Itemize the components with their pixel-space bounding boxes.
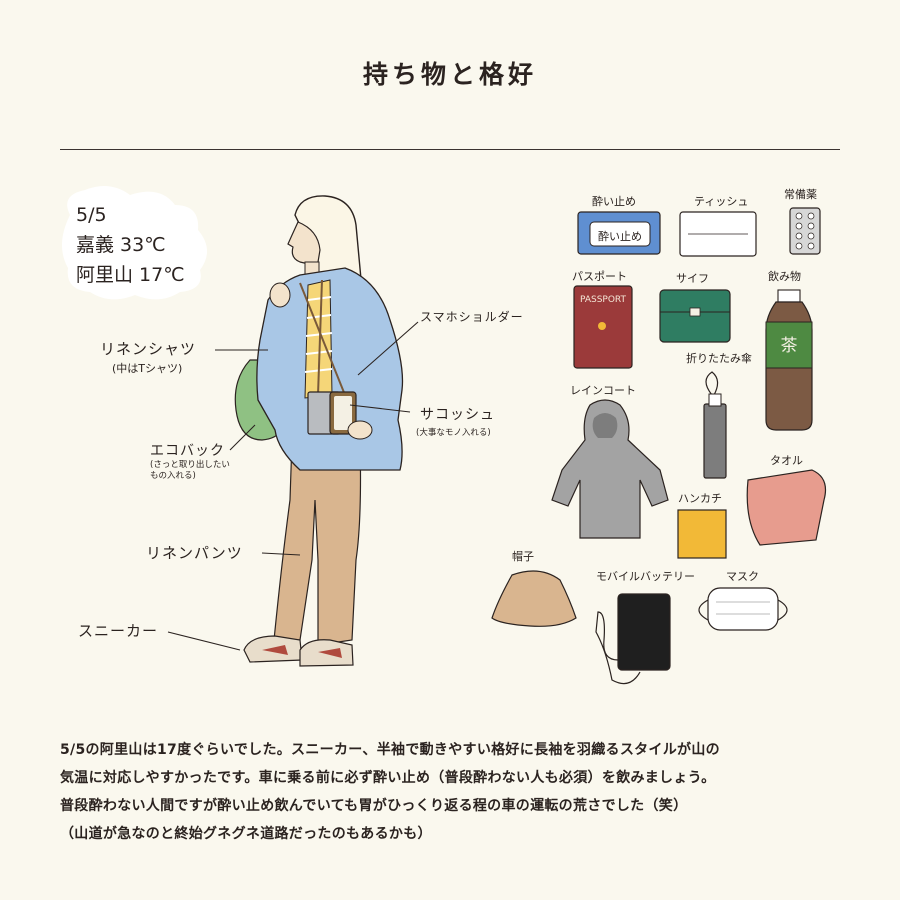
label-sneakers: スニーカー <box>78 622 159 640</box>
leader-line <box>261 552 301 556</box>
label-wallet: サイフ <box>676 272 709 285</box>
label-folding-umbrella: 折りたたみ傘 <box>686 352 752 365</box>
label-sacoche-note: (大事なモノ入れる) <box>416 428 491 438</box>
page-title: 持ち物と格好 <box>362 60 537 89</box>
label-motion-sickness-med: 酔い止め <box>592 195 636 208</box>
pills <box>795 212 815 250</box>
label-eco-bag-note-1: (さっと取り出したい <box>150 460 230 470</box>
caption-line: （山道が急なのと終始グネグネ道路だったのもあるかも） <box>60 826 432 842</box>
folding-umbrella-shape <box>703 403 727 479</box>
umbrella-handle <box>708 393 722 407</box>
mobile-battery-shape <box>617 593 671 671</box>
face <box>287 221 321 265</box>
label-rain-coat: レインコート <box>570 384 636 397</box>
mask-ear-loop <box>777 599 788 621</box>
caption-line: 普段酔わない人間ですが酔い止め飲んでいても胃がひっくり返る程の車の運転の荒さでし… <box>60 798 688 814</box>
label-eco-bag-note-2: もの入れる) <box>150 471 196 481</box>
weather-chiayi: 嘉義 33℃ <box>76 234 166 256</box>
label-drink: 飲み物 <box>768 270 801 283</box>
caption-line: 気温に対応しやすかったです。車に乗る前に必ず酔い止め（普段酔わない人も必須）を飲… <box>60 770 716 786</box>
label-mask: マスク <box>726 570 759 583</box>
hat-shape <box>491 570 577 627</box>
sacoche-strap <box>317 279 323 396</box>
wallet-clasp <box>689 307 701 317</box>
label-linen-shirt: リネンシャツ <box>100 340 197 358</box>
motion-sickness-box-text: 酔い止め <box>598 229 642 243</box>
mask-ear-loop <box>698 599 709 621</box>
rain-coat-hood <box>592 413 618 438</box>
rain-coat-shape <box>551 399 669 539</box>
mask-shape <box>707 587 779 631</box>
label-smartphone-shoulder: スマホショルダー <box>420 310 524 324</box>
leader-line <box>357 321 419 376</box>
sneaker-stripe <box>318 648 342 658</box>
tee-stripe <box>306 314 332 319</box>
caption-text: 5/5の阿里山は17度ぐらいでした。スニーカー、半袖で動きやすい格好に長袖を羽織… <box>60 736 850 848</box>
weather-alishan: 阿里山 17℃ <box>76 264 185 286</box>
label-sacoche: サコッシュ <box>420 407 495 423</box>
leader-line <box>349 404 411 413</box>
title-divider <box>60 149 840 150</box>
linen-pants-shape <box>273 439 362 646</box>
sneaker-stripe <box>262 645 288 655</box>
label-passport: パスポート <box>572 270 627 283</box>
label-linen-shirt-note: (中はTシャツ) <box>112 362 183 375</box>
label-towel: タオル <box>770 454 803 467</box>
smartphone-strap <box>299 282 346 396</box>
weather-note: 5/5 嘉義 33℃ 阿里山 17℃ <box>76 200 206 290</box>
phone-screen <box>334 396 352 430</box>
label-hat: 帽子 <box>512 550 534 563</box>
motion-sickness-box-label-bg <box>589 221 651 247</box>
label-mobile-battery: モバイルバッテリー <box>596 570 695 583</box>
leader-line <box>167 631 241 651</box>
label-handkerchief: ハンカチ <box>678 492 722 505</box>
tea-bottle-cap <box>777 289 801 303</box>
weather-date: 5/5 <box>76 204 107 226</box>
pill-blister <box>789 207 821 255</box>
label-tissue: ティッシュ <box>694 195 749 208</box>
umbrella-loop <box>705 371 719 396</box>
weather-cloud-shape <box>61 186 208 300</box>
battery-cable <box>595 611 641 685</box>
tea-bottle-label <box>765 321 813 369</box>
handkerchief-shape <box>677 509 727 559</box>
tee-stripe <box>305 332 333 337</box>
passport-emblem <box>598 322 606 330</box>
tea-bottle-label-text: 茶 <box>781 336 798 356</box>
leader-line <box>229 424 256 451</box>
label-linen-pants: リネンパンツ <box>146 544 243 562</box>
label-eco-bag: エコバック <box>150 443 225 459</box>
label-regular-meds: 常備薬 <box>784 188 817 201</box>
woman-figure <box>234 195 404 667</box>
caption-line: 5/5の阿里山は17度ぐらいでした。スニーカー、半袖で動きやすい格好に長袖を羽織… <box>60 742 720 758</box>
passport-cover-text: PASSPORT <box>580 295 627 305</box>
right-hand <box>347 420 373 440</box>
towel-shape <box>746 469 827 546</box>
left-hand <box>269 282 291 308</box>
tee-stripe <box>307 296 332 301</box>
